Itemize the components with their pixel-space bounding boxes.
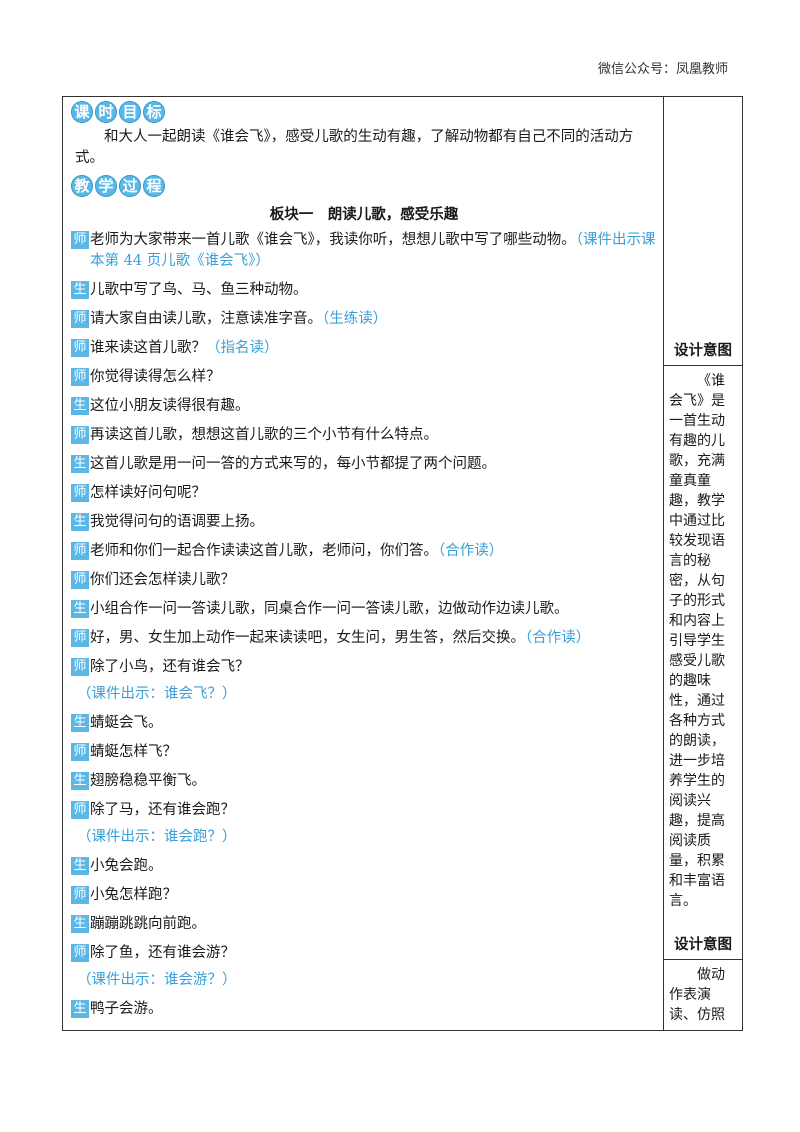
- line-text: 再读这首儿歌，想想这首儿歌的三个小节有什么特点。: [90, 427, 438, 443]
- student-tag: 生: [71, 281, 89, 299]
- teacher-line: 师怎样读好问句呢？: [71, 483, 657, 504]
- teacher-line: 师谁来读这首儿歌？（指名读）: [71, 338, 657, 359]
- student-tag: 生: [71, 1000, 89, 1018]
- student-line: 生蜻蜓会飞。: [71, 713, 657, 734]
- design-intent-title: 设计意图: [674, 342, 732, 359]
- student-line: 生翅膀稳稳平衡飞。: [71, 771, 657, 792]
- teacher-tag: 师: [71, 886, 89, 904]
- line-text: 谁来读这首儿歌？: [90, 340, 206, 356]
- teacher-line: 师你们还会怎样读儿歌？: [71, 570, 657, 591]
- line-text: 除了鱼，还有谁会游？: [90, 945, 235, 961]
- teacher-line: 师你觉得读得怎么样？: [71, 367, 657, 388]
- design-intent-body: 《谁会飞》是一首生动有趣的儿歌，充满童真童趣，教学中通过比较发现语言的秘密，从句…: [669, 373, 725, 909]
- teacher-line: 师除了小鸟，还有谁会飞？: [71, 657, 657, 678]
- student-line: 生鸭子会游。: [71, 999, 657, 1020]
- student-line: 生我觉得问句的语调要上扬。: [71, 512, 657, 533]
- line-text: 小组合作一问一答读儿歌，同桌合作一问一答读儿歌，边做动作边读儿歌。: [90, 601, 569, 617]
- courseware-cue: （课件出示：谁会飞？）: [77, 686, 237, 702]
- goals-badge: 课 时 目 标: [71, 101, 165, 123]
- main-column: 课 时 目 标 和大人一起朗读《谁会飞》，感受儿歌的生动有趣，了解动物都有自己不…: [71, 101, 657, 1028]
- student-tag: 生: [71, 513, 89, 531]
- teacher-tag: 师: [71, 571, 89, 589]
- teacher-tag: 师: [71, 426, 89, 444]
- teacher-tag: 师: [71, 542, 89, 560]
- side-divider: [663, 959, 743, 960]
- process-badge: 教 学 过 程: [71, 175, 165, 197]
- teacher-line: 师除了马，还有谁会跑？: [71, 800, 657, 821]
- student-tag: 生: [71, 397, 89, 415]
- courseware-cue: （课件出示：谁会跑？）: [77, 829, 237, 845]
- student-line: 生这首儿歌是用一问一答的方式来写的，每小节都提了两个问题。: [71, 454, 657, 475]
- design-intent-1: 设计意图 《谁会飞》是一首生动有趣的儿歌，充满童真童趣，教学中通过比较发现语言的…: [663, 341, 743, 911]
- teacher-line: 师除了鱼，还有谁会游？: [71, 943, 657, 964]
- teacher-line: 师好，男、女生加上动作一起来读读吧，女生问，男生答，然后交换。（合作读）: [71, 628, 657, 649]
- line-text: 这首儿歌是用一问一答的方式来写的，每小节都提了两个问题。: [90, 456, 496, 472]
- teacher-tag: 师: [71, 629, 89, 647]
- student-line: 生儿歌中写了鸟、马、鱼三种动物。: [71, 280, 657, 301]
- activity-hint: （合作读）: [525, 630, 591, 646]
- line-text: 小兔会跑。: [90, 858, 163, 874]
- student-line: 生小兔会跑。: [71, 856, 657, 877]
- design-intent-2: 设计意图 做动作表演读、仿照: [663, 935, 743, 1025]
- teacher-line: 师小兔怎样跑？: [71, 885, 657, 906]
- line-text: 鸭子会游。: [90, 1001, 163, 1017]
- teacher-line: 师请大家自由读儿歌，注意读准字音。（生练读）: [71, 309, 657, 330]
- student-tag: 生: [71, 857, 89, 875]
- line-text: 除了马，还有谁会跑？: [90, 802, 235, 818]
- teacher-tag: 师: [71, 944, 89, 962]
- teacher-tag: 师: [71, 484, 89, 502]
- line-text: 这位小朋友读得很有趣。: [90, 398, 250, 414]
- student-tag: 生: [71, 772, 89, 790]
- line-text: 儿歌中写了鸟、马、鱼三种动物。: [90, 282, 308, 298]
- courseware-cue: （课件出示：谁会游？）: [77, 972, 237, 988]
- dialogue-list: 师老师为大家带来一首儿歌《谁会飞》，我读你听，想想儿歌中写了哪些动物。（课件出示…: [71, 230, 657, 1020]
- activity-hint: （课件出示课本第 44 页儿歌《谁会飞》）: [90, 232, 656, 269]
- teacher-tag: 师: [71, 231, 89, 249]
- line-text: 蜻蜓会飞。: [90, 715, 163, 731]
- activity-hint: （合作读）: [438, 543, 504, 559]
- student-tag: 生: [71, 600, 89, 618]
- line-text: 你觉得读得怎么样？: [90, 369, 221, 385]
- lesson-plan-table: 课 时 目 标 和大人一起朗读《谁会飞》，感受儿歌的生动有趣，了解动物都有自己不…: [62, 96, 743, 1031]
- activity-hint: （生练读）: [322, 311, 388, 327]
- line-text: 小兔怎样跑？: [90, 887, 177, 903]
- teacher-tag: 师: [71, 339, 89, 357]
- line-text: 我觉得问句的语调要上扬。: [90, 514, 264, 530]
- design-intent-body: 做动作表演读、仿照: [669, 967, 725, 1023]
- line-text: 老师和你们一起合作读读这首儿歌，老师问，你们答。: [90, 543, 438, 559]
- teacher-line: 师蜻蜓怎样飞？: [71, 742, 657, 763]
- line-text: 请大家自由读儿歌，注意读准字音。: [90, 311, 322, 327]
- teacher-tag: 师: [71, 801, 89, 819]
- line-text: 翅膀稳稳平衡飞。: [90, 773, 206, 789]
- column-divider: [663, 97, 664, 1030]
- line-text: 蜻蜓怎样飞？: [90, 744, 177, 760]
- student-tag: 生: [71, 915, 89, 933]
- side-divider: [663, 365, 743, 366]
- line-text: 好，男、女生加上动作一起来读读吧，女生问，男生答，然后交换。: [90, 630, 525, 646]
- teacher-tag: 师: [71, 658, 89, 676]
- line-text: 老师为大家带来一首儿歌《谁会飞》，我读你听，想想儿歌中写了哪些动物。: [90, 232, 576, 248]
- goals-text: 和大人一起朗读《谁会飞》，感受儿歌的生动有趣，了解动物都有自己不同的活动方式。: [75, 129, 634, 166]
- activity-hint: （指名读）: [206, 340, 279, 356]
- header-note: 微信公众号：凤凰教师: [597, 62, 728, 77]
- teacher-line: 师再读这首儿歌，想想这首儿歌的三个小节有什么特点。: [71, 425, 657, 446]
- teacher-line: 师老师和你们一起合作读读这首儿歌，老师问，你们答。（合作读）: [71, 541, 657, 562]
- student-line: 生小组合作一问一答读儿歌，同桌合作一问一答读儿歌，边做动作边读儿歌。: [71, 599, 657, 620]
- teacher-tag: 师: [71, 310, 89, 328]
- block-title: 板块一 朗读儿歌，感受乐趣: [269, 206, 459, 223]
- student-tag: 生: [71, 455, 89, 473]
- student-line: 生这位小朋友读得很有趣。: [71, 396, 657, 417]
- line-text: 怎样读好问句呢？: [90, 485, 206, 501]
- teacher-tag: 师: [71, 743, 89, 761]
- student-line: 生蹦蹦跳跳向前跑。: [71, 914, 657, 935]
- student-tag: 生: [71, 714, 89, 732]
- line-text: 除了小鸟，还有谁会飞？: [90, 659, 250, 675]
- teacher-line: 师老师为大家带来一首儿歌《谁会飞》，我读你听，想想儿歌中写了哪些动物。（课件出示…: [71, 230, 657, 272]
- teacher-tag: 师: [71, 368, 89, 386]
- design-intent-title: 设计意图: [674, 936, 732, 953]
- line-text: 你们还会怎样读儿歌？: [90, 572, 235, 588]
- line-text: 蹦蹦跳跳向前跑。: [90, 916, 206, 932]
